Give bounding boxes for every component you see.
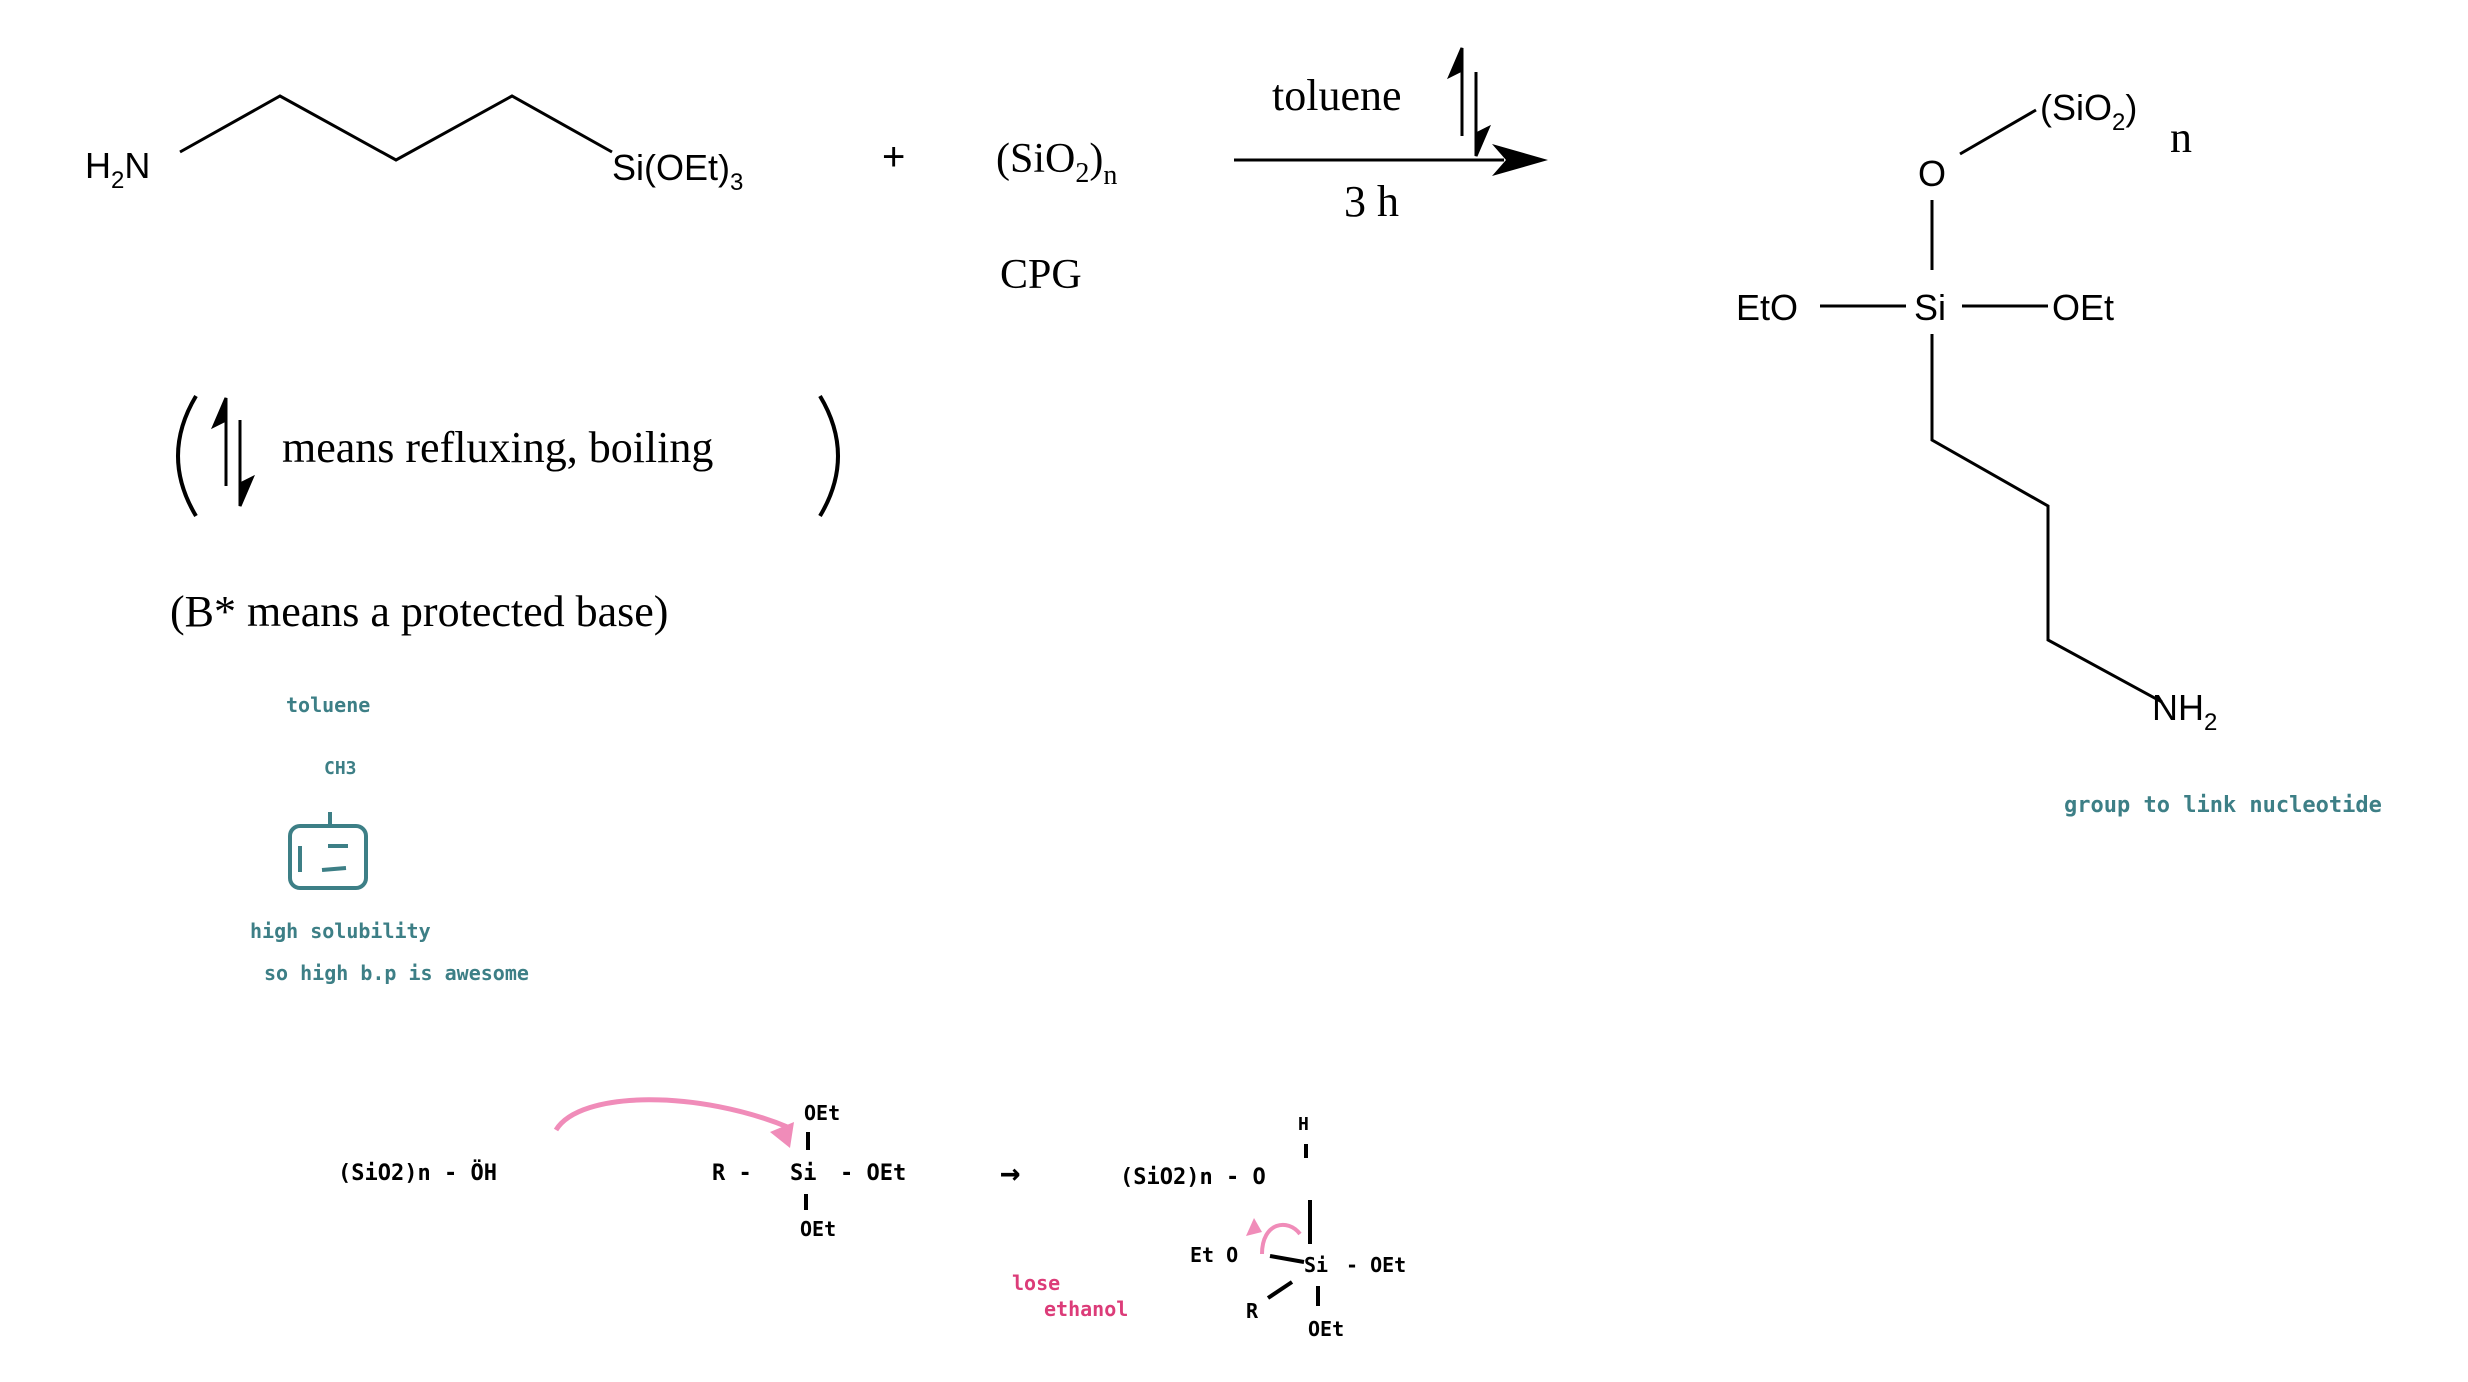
mechanism-sketch: (SiO2)n - ÖH OEt R - Si - OEt OEt → H (S… <box>338 1097 1406 1341</box>
product-structure: (SiO2) n O Si EtO OEt NH2 <box>1736 87 2217 736</box>
mechanism-arrow: → <box>1000 1153 1020 1193</box>
leaving-group-arrowhead <box>1246 1218 1262 1236</box>
silica-formula: (SiO2)n <box>996 136 1117 191</box>
cpg-label: CPG <box>1000 252 1082 298</box>
linker-note: group to link nucleotide <box>2064 793 2382 818</box>
leaving-group-arrow <box>1260 1222 1302 1255</box>
methyl-handwritten-label: CH3 <box>324 758 357 779</box>
lose-ethanol-line2: ethanol <box>1044 1297 1128 1321</box>
right-ethoxy-label: OEt <box>2052 287 2114 328</box>
handwritten-toluene-note: toluene CH3 high solubility so high b.p … <box>250 693 529 985</box>
reactant-aminopropylsilane: H2N Si(OEt)3 <box>85 94 743 196</box>
silanol-label: (SiO2)n - ÖH <box>338 1160 497 1186</box>
solvent-label: toluene <box>1272 71 1402 120</box>
product-propyl-chain <box>1930 334 2163 704</box>
reaction-arrow-head <box>1492 144 1548 176</box>
reagent-oet-right: - OEt <box>840 1161 906 1186</box>
protected-base-note: (B* means a protected base) <box>170 587 668 636</box>
product-oet-bottom: OEt <box>1308 1317 1344 1341</box>
silicon-center-label: Si <box>1914 287 1946 328</box>
product-si-label: Si <box>1304 1253 1328 1277</box>
product-silica-subscript: n <box>2170 113 2192 162</box>
nucleophilic-attack-arrow <box>553 1097 791 1132</box>
left-ethoxy-label: EtO <box>1736 287 1798 328</box>
product-silica-o-label: (SiO2)n - O <box>1120 1165 1266 1190</box>
reflux-note: means refluxing, boiling <box>176 394 840 518</box>
reagent-si-label: Si <box>790 1161 817 1186</box>
reaction-arrow-group: toluene 3 h <box>1234 47 1548 226</box>
product-amine-label: NH2 <box>2152 687 2217 736</box>
solubility-note-line1: high solubility <box>250 919 431 943</box>
amine-group-label: H2N <box>85 145 150 194</box>
toluene-handwritten-label: toluene <box>286 693 370 717</box>
left-paren <box>176 394 198 518</box>
reactant-cpg: (SiO2)n CPG <box>996 136 1117 298</box>
right-paren <box>818 394 840 518</box>
toluene-ring-icon <box>288 812 368 890</box>
product-oet-right: - OEt <box>1346 1253 1406 1277</box>
reagent-oet-bottom: OEt <box>800 1217 836 1241</box>
reflux-symbol-icon <box>1447 47 1491 157</box>
product-eto-bond <box>1269 1254 1305 1264</box>
silica-oxygen-bond <box>1959 108 2037 156</box>
product-r-bond <box>1266 1280 1294 1300</box>
silyl-group-label: Si(OEt)3 <box>612 147 743 196</box>
plus-sign: + <box>882 135 905 179</box>
time-label: 3 h <box>1344 177 1399 226</box>
reflux-note-symbol-icon <box>211 397 255 507</box>
product-silica-label: (SiO2) <box>2040 87 2137 136</box>
solubility-note-line2: so high b.p is awesome <box>264 961 529 985</box>
product-r-label: R <box>1246 1299 1259 1323</box>
product-eto-label: Et O <box>1190 1243 1238 1267</box>
product-h-label: H <box>1298 1114 1309 1135</box>
reagent-oet-top: OEt <box>804 1101 840 1125</box>
reagent-r-label: R - <box>712 1161 752 1186</box>
lose-ethanol-line1: lose <box>1012 1271 1060 1295</box>
propyl-chain-bonds <box>179 94 613 162</box>
reflux-note-text: means refluxing, boiling <box>282 423 713 472</box>
bridging-oxygen-label: O <box>1918 153 1946 194</box>
nucleophilic-attack-arrowhead <box>770 1122 794 1148</box>
